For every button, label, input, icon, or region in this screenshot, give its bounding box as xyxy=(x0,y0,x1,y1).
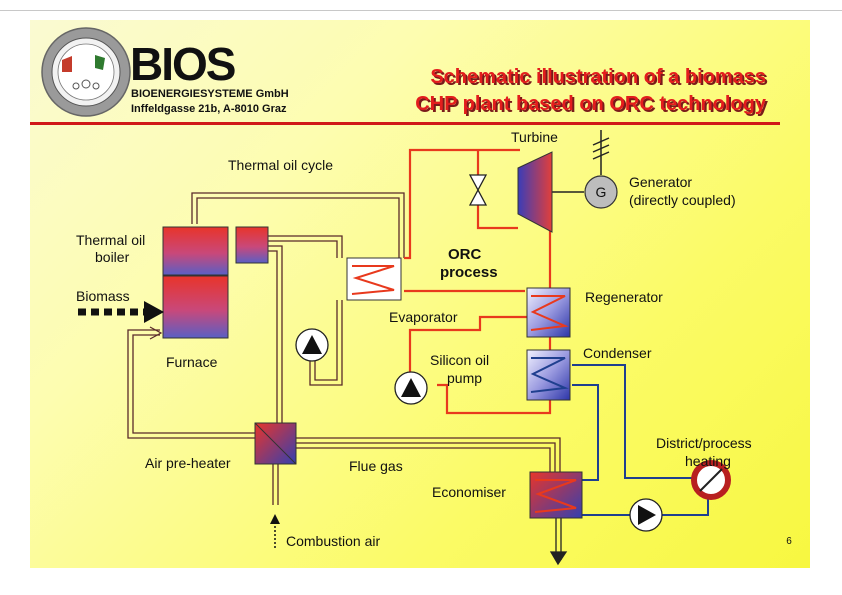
flue-exit-pipe xyxy=(549,518,568,566)
generator: G xyxy=(584,175,618,209)
label-furnace: Furnace xyxy=(166,354,218,370)
district-heating-pump xyxy=(629,498,663,532)
label-generator-2: (directly coupled) xyxy=(629,192,736,208)
thermal-oil-pump xyxy=(295,328,329,362)
combustion-air-pipe xyxy=(272,462,279,505)
svg-text:CHP plant based on ORC technol: CHP plant based on ORC technology xyxy=(417,95,769,117)
title-divider xyxy=(30,122,780,125)
label-thermal-oil-cycle: Thermal oil cycle xyxy=(228,157,333,173)
label-silicon-oil-2: pump xyxy=(447,370,482,386)
company-name: BIOENERGIESYSTEME GmbH xyxy=(131,88,289,100)
label-district-2: heating xyxy=(685,453,731,469)
label-condenser: Condenser xyxy=(583,345,652,361)
slide: BIOS BIOENERGIESYSTEME GmbH Inffeldgasse… xyxy=(30,20,810,568)
sustainable-economy-seal xyxy=(41,27,131,117)
label-regenerator: Regenerator xyxy=(585,289,663,305)
air-inlet-arrow xyxy=(149,326,163,340)
title-line-1: Schematic illustration of a biomass xyxy=(430,66,766,88)
condenser xyxy=(526,349,571,401)
district-heating-loop xyxy=(572,364,709,516)
thermal-oil-boiler xyxy=(162,226,269,339)
diagram-canvas: BIOS BIOENERGIESYSTEME GmbH Inffeldgasse… xyxy=(30,27,792,566)
title-line-2: CHP plant based on ORC technology xyxy=(415,93,767,115)
label-economiser: Economiser xyxy=(432,484,506,500)
regenerator xyxy=(526,287,571,338)
label-flue-gas: Flue gas xyxy=(349,458,403,474)
generator-shaft xyxy=(552,130,610,193)
district-heating-consumer xyxy=(691,460,731,500)
slide-title: Schematic illustration of a biomass Sche… xyxy=(415,66,769,117)
economiser xyxy=(529,471,583,519)
label-combustion-air: Combustion air xyxy=(286,533,380,549)
thermal-oil-pipes xyxy=(191,192,405,386)
combustion-air-arrow xyxy=(270,514,280,548)
label-generator-1: Generator xyxy=(629,174,692,190)
turbine xyxy=(517,151,553,233)
top-rule xyxy=(0,10,842,11)
label-orc-1: ORC xyxy=(448,246,482,263)
air-preheater xyxy=(254,422,297,465)
company-address: Inffeldgasse 21b, A-8010 Graz xyxy=(131,103,287,115)
label-thermal-oil-boiler-1: Thermal oil xyxy=(76,232,145,248)
label-silicon-oil-1: Silicon oil xyxy=(430,352,489,368)
label-evaporator: Evaporator xyxy=(389,309,458,325)
bypass-valve xyxy=(468,174,488,206)
bios-logo: BIOS xyxy=(130,38,237,90)
svg-text:Schematic illustration of a bi: Schematic illustration of a biomass xyxy=(432,68,768,90)
silicon-oil-pump xyxy=(394,371,428,405)
label-biomass: Biomass xyxy=(76,288,130,304)
label-turbine: Turbine xyxy=(511,129,558,145)
evaporator xyxy=(346,257,402,301)
flue-gas-pipes xyxy=(268,245,561,472)
label-orc-2: process xyxy=(440,264,498,281)
preheated-air-pipe xyxy=(127,329,255,439)
label-thermal-oil-boiler-2: boiler xyxy=(95,249,130,265)
svg-text:BIOS: BIOS xyxy=(130,38,235,90)
label-district-1: District/process xyxy=(656,435,752,451)
label-air-preheater: Air pre-heater xyxy=(145,455,231,471)
page-number: 6 xyxy=(786,536,792,547)
generator-symbol: G xyxy=(596,184,607,200)
biomass-feed-arrow xyxy=(78,301,164,323)
